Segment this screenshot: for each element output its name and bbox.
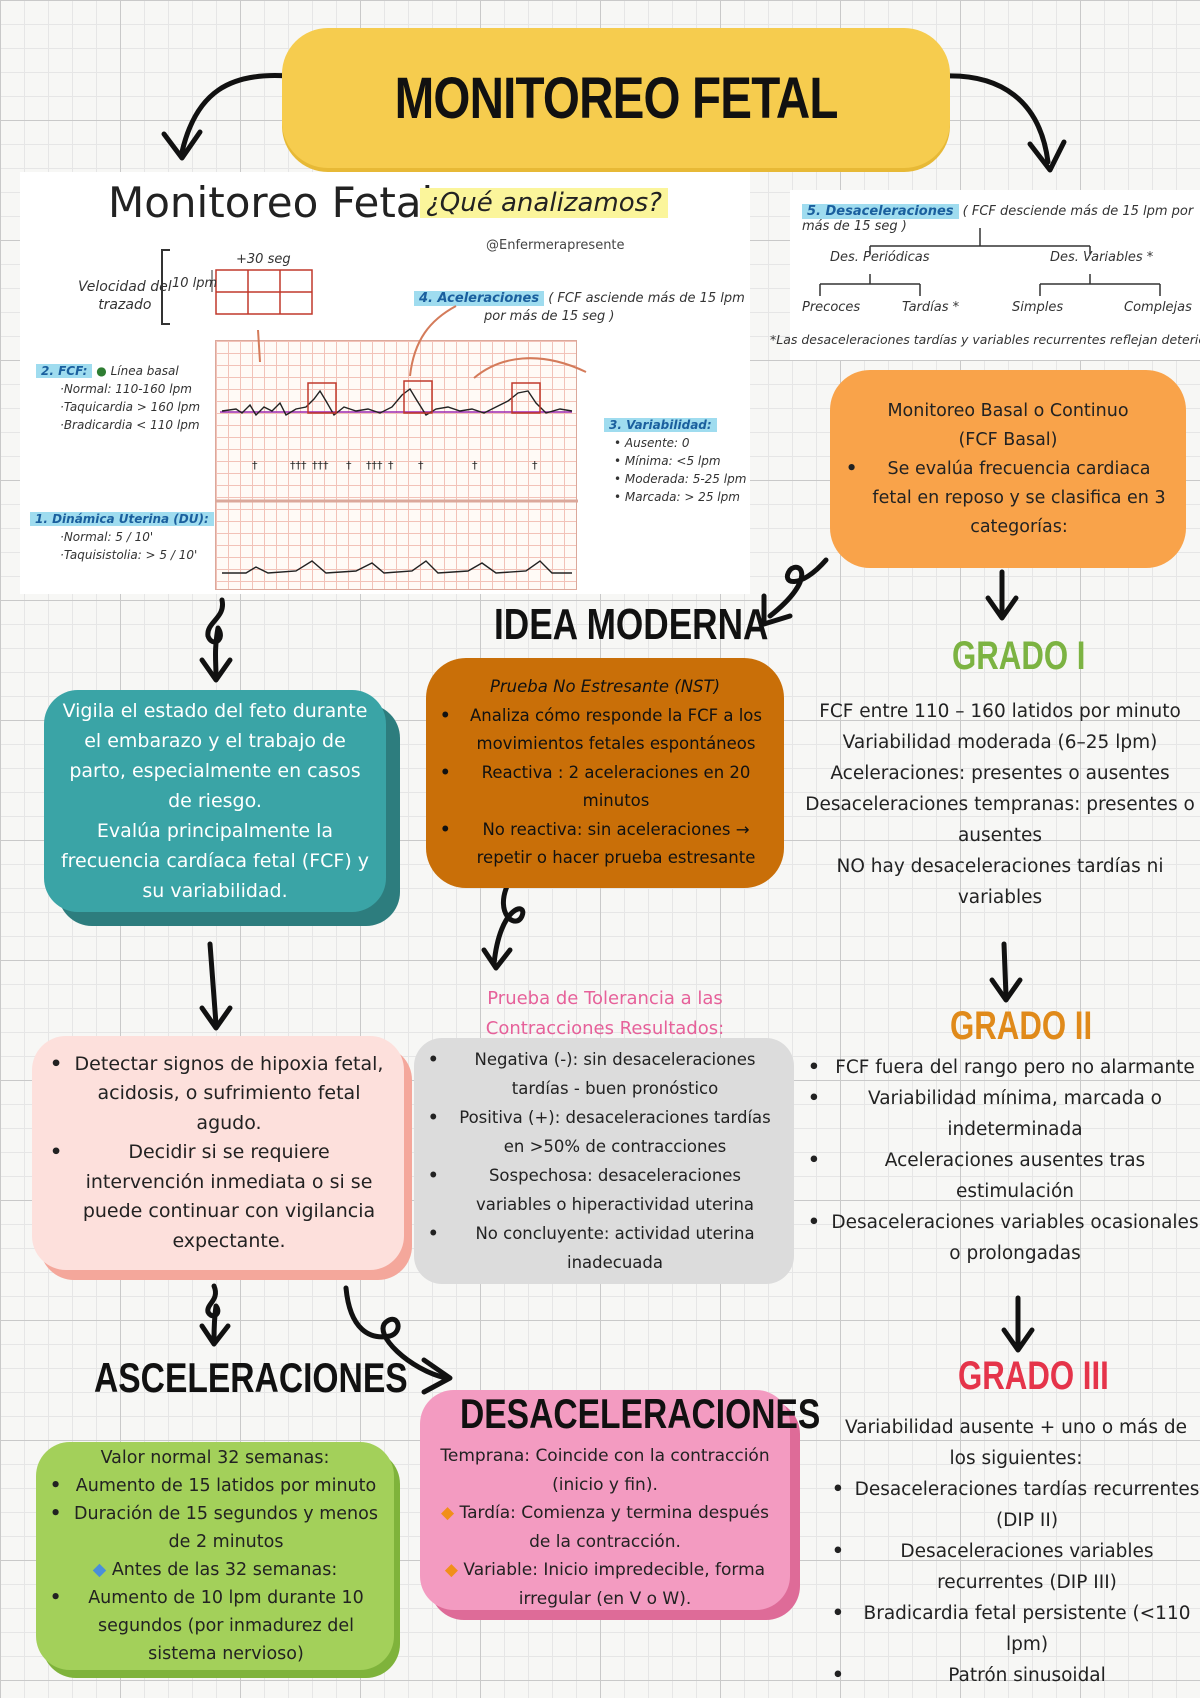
- uterine-dynamics-label: 1. Dinámica Uterina (DU): ·Normal: 5 / 1…: [30, 510, 214, 564]
- idea-moderna-heading: IDEA MODERNA: [494, 600, 769, 649]
- basal-monitoring-box: Monitoreo Basal o Continuo (FCF Basal) •…: [830, 370, 1186, 568]
- list-item: •FCF fuera del rango pero no alarmante: [808, 1057, 1195, 1078]
- arrow-img-to-teal: [205, 597, 225, 679]
- scale-seg: +30 seg: [236, 252, 291, 267]
- asc-head-2: ◆ Antes de las 32 semanas:: [92, 1560, 338, 1580]
- svg-text:†: †: [388, 459, 394, 472]
- list-item: •Desaceleraciones variables ocasionales …: [808, 1212, 1199, 1264]
- list-item: •Reactiva : 2 aceleraciones en 20 minuto…: [440, 762, 751, 811]
- svg-text:†: †: [418, 459, 424, 472]
- infographic-credit: @Enfermerapresente: [486, 238, 625, 253]
- teal-line-2: Evalúa principalmente la frecuencia card…: [60, 820, 370, 902]
- svg-text:†: †: [346, 459, 352, 472]
- nst-heading: Prueba No Estresante (NST): [489, 677, 721, 697]
- fcf-label: 2. FCF: ● Línea basal ·Normal: 110-160 l…: [36, 362, 200, 434]
- variability-label: 3. Variabilidad: • Ausente: 0 • Mínima: …: [604, 416, 746, 506]
- basal-line-2: (FCF Basal): [958, 429, 1058, 450]
- desaceleraciones-box: Temprana: Coincide con la contracción (i…: [420, 1390, 790, 1610]
- list-item: •Variabilidad mínima, marcada o indeterm…: [808, 1088, 1162, 1140]
- list-item: •Aceleraciones ausentes tras estimulació…: [808, 1150, 1146, 1202]
- arrow-detect-to-desc: [343, 1285, 449, 1381]
- svg-text:†††: †††: [366, 459, 383, 472]
- arrow-detect-to-asc: [205, 1283, 221, 1343]
- svg-text:†: †: [532, 459, 538, 472]
- arrow-teal-to-detect: [207, 941, 219, 1027]
- teal-line-1: Vigila el estado del feto durante el emb…: [62, 700, 368, 812]
- svg-text:†: †: [472, 459, 478, 472]
- grade-1-criteria: FCF entre 110 – 160 latidos por minuto V…: [805, 701, 1195, 908]
- velocity-label: Velocidad del trazado: [78, 279, 172, 313]
- list-item: •Se evalúa frecuencia cardiaca fetal en …: [846, 458, 1166, 537]
- grade-1-title: GRADO I: [952, 634, 1086, 678]
- grade-2-criteria: •FCF fuera del rango pero no alarmante •…: [808, 1052, 1200, 1269]
- tolerance-results-box: •Negativa (-): sin desaceleraciones tard…: [414, 1038, 794, 1284]
- list-item: •Duración de 15 segundos y menos de 2 mi…: [50, 1504, 378, 1552]
- list-item: •Aumento de 10 lpm durante 10 segundos (…: [50, 1588, 364, 1664]
- grade-3-title: GRADO III: [958, 1354, 1109, 1398]
- accelerations-label: 4. Aceleraciones ( FCF asciende más de 1…: [414, 290, 745, 326]
- list-item: •Desaceleraciones variables recurrentes …: [832, 1541, 1154, 1593]
- list-item: ◆ Variable: Inicio impredecible, forma i…: [444, 1560, 766, 1609]
- asceleraciones-box: Valor normal 32 semanas: •Aumento de 15 …: [36, 1442, 394, 1670]
- ctg-trace-strip: †††††††† †††††††: [215, 340, 578, 590]
- leaf-tardias: Tardías *: [902, 300, 960, 315]
- tolerance-title: Prueba de Tolerancia a las Contracciones…: [485, 988, 725, 1039]
- asceleraciones-heading: ASCELERACIONES: [94, 1354, 408, 1401]
- desc-line-1: Temprana: Coincide con la contracción (i…: [440, 1446, 770, 1495]
- decelerations-note: *Las desaceleraciones tardías y variable…: [770, 332, 1200, 347]
- infographic-question: ¿Qué analizamos?: [420, 188, 668, 218]
- list-item: •Detectar signos de hipoxia fetal, acido…: [50, 1052, 384, 1134]
- grade-3-criteria: Variabilidad ausente + uno o más de los …: [832, 1412, 1200, 1691]
- title-banner: MONITOREO FETAL: [282, 28, 950, 168]
- ctg-trace: †††††††† †††††††: [216, 380, 578, 574]
- nst-box: Prueba No Estresante (NST) •Analiza cómo…: [426, 658, 784, 888]
- decelerations-header: 5. Desaceleraciones ( FCF desciende más …: [802, 204, 1194, 234]
- arrow-grade1-to-grade2: [1001, 941, 1009, 999]
- list-item: •Patrón sinusoidal: [832, 1665, 1106, 1686]
- leaf-precoces: Precoces: [802, 300, 861, 315]
- asc-head: Valor normal 32 semanas:: [100, 1448, 330, 1468]
- arrow-title-left: [179, 73, 291, 155]
- infographic-arrows: [257, 305, 587, 379]
- svg-text:†††: †††: [312, 459, 329, 472]
- list-item: ◆ Tardía: Comienza y termina después de …: [441, 1503, 769, 1552]
- arrow-title-right: [941, 73, 1051, 165]
- list-item: •Positiva (+): desaceleraciones tardías …: [428, 1108, 771, 1156]
- list-item: •Decidir si se requiere intervención inm…: [50, 1141, 376, 1252]
- grade-2-title: GRADO II: [950, 1004, 1093, 1048]
- page-title: MONITOREO FETAL: [394, 65, 838, 131]
- desaceleraciones-heading: DESACELERACIONES: [460, 1390, 821, 1437]
- scale-lpm: 10 lpm: [172, 276, 218, 291]
- list-item: •Desaceleraciones tardías recurrentes (D…: [832, 1479, 1200, 1531]
- objectives-box: •Detectar signos de hipoxia fetal, acido…: [32, 1036, 404, 1270]
- list-item: •No concluyente: actividad uterina inade…: [428, 1224, 755, 1272]
- list-item: •Analiza cómo responde la FCF a los movi…: [440, 705, 762, 754]
- leaf-complejas: Complejas: [1124, 300, 1192, 315]
- velocity-grid-diagram: [161, 249, 313, 325]
- list-item: •Negativa (-): sin desaceleraciones tard…: [428, 1050, 756, 1098]
- branch-periodic: Des. Periódicas: [830, 250, 930, 265]
- infographic-heading: Monitoreo Fetal:: [108, 178, 448, 227]
- list-item: •Bradicardia fetal persistente (<110 lpm…: [832, 1603, 1191, 1655]
- svg-text:†: †: [252, 459, 258, 472]
- list-item: •No reactiva: sin aceleraciones → repeti…: [440, 819, 756, 868]
- arrow-basal-to-moderna: [767, 557, 829, 619]
- list-item: •Sospechosa: desaceleraciones variables …: [428, 1166, 755, 1214]
- teal-purpose-box: Vigila el estado del feto durante el emb…: [44, 690, 386, 912]
- arrow-nst-to-tol: [491, 881, 526, 967]
- basal-line-1: Monitoreo Basal o Continuo: [887, 400, 1129, 421]
- decelerations-tree: [819, 228, 1161, 296]
- leaf-simples: Simples: [1012, 300, 1064, 315]
- branch-variable: Des. Variables *: [1050, 250, 1154, 265]
- svg-text:†††: †††: [290, 459, 307, 472]
- list-item: •Aumento de 15 latidos por minuto: [50, 1476, 377, 1496]
